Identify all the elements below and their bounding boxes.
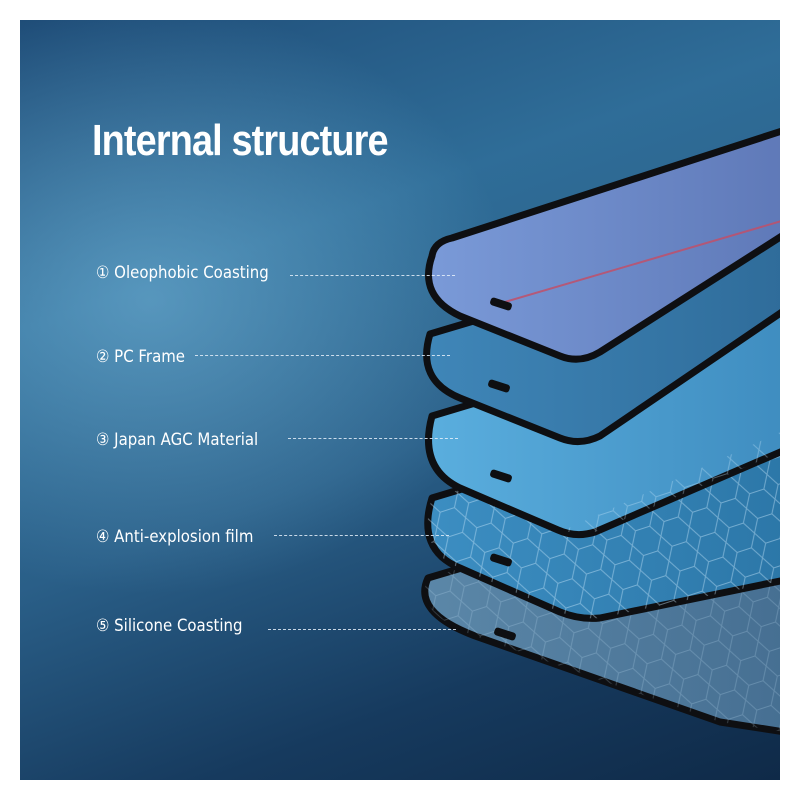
label-silicone-coasting: ⑤ Silicone Coasting <box>96 616 243 636</box>
label-number: ⑤ <box>96 616 110 636</box>
label-oleophobic-coasting: ① Oleophobic Coasting <box>96 263 269 283</box>
label-number: ④ <box>96 527 110 547</box>
label-text: Oleophobic Coasting <box>114 263 269 283</box>
leader-line <box>268 629 456 630</box>
label-number: ② <box>96 347 110 367</box>
label-number: ③ <box>96 430 110 450</box>
label-text: Japan AGC Material <box>114 430 259 450</box>
label-japan-agc-material: ③ Japan AGC Material <box>96 430 258 450</box>
label-text: Anti-explosion film <box>114 527 254 547</box>
label-pc-frame: ② PC Frame <box>96 347 185 367</box>
label-anti-explosion-film: ④ Anti-explosion film <box>96 527 253 547</box>
product-infographic: Internal structure <box>20 20 780 780</box>
leader-line <box>195 355 450 356</box>
label-text: PC Frame <box>114 347 186 367</box>
leader-line <box>288 438 458 439</box>
label-number: ① <box>96 263 110 283</box>
label-text: Silicone Coasting <box>114 616 243 636</box>
layer-oleophobic-coasting <box>425 127 780 363</box>
exploded-layer-illustration <box>421 127 780 735</box>
leader-line <box>274 535 449 536</box>
page-title: Internal structure <box>92 116 389 165</box>
leader-line <box>290 275 455 276</box>
